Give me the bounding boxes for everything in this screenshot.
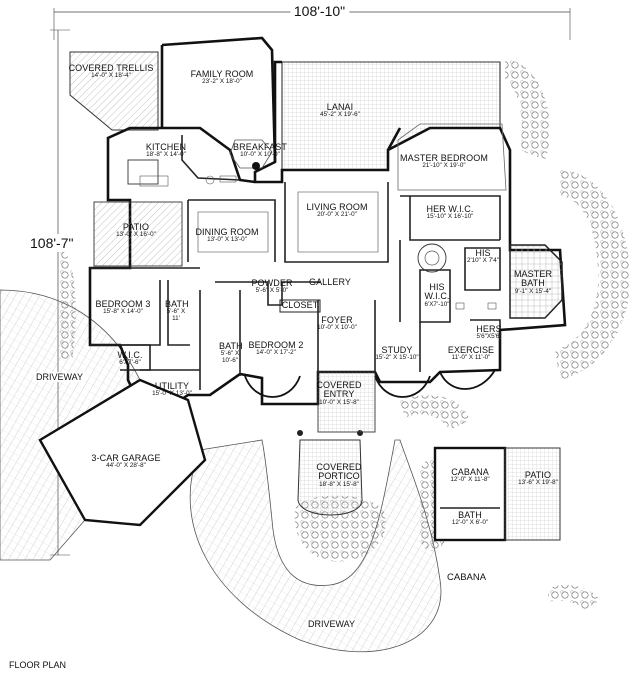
breakfast-bay	[229, 139, 273, 169]
cabana-caption: CABANA	[447, 572, 487, 583]
bottom-driveway	[189, 439, 442, 653]
overall-width-label: 108'-10"	[289, 3, 350, 19]
driveway-left-label: DRIVEWAY	[34, 372, 86, 382]
master-bath-octagon	[509, 244, 563, 319]
covered-trellis	[69, 51, 159, 131]
closet-outline	[279, 299, 321, 313]
garage	[38, 378, 207, 527]
interior-walls	[90, 135, 501, 390]
kitchen-island	[127, 159, 159, 185]
driveway-bottom-label: DRIVEWAY	[306, 619, 358, 629]
cabana-building	[433, 446, 561, 542]
room-wic: W.I.C.6'X7'-6"	[117, 350, 143, 367]
room-closet: CLOSET	[281, 300, 319, 310]
patio-left	[93, 201, 183, 267]
bay-windows	[244, 369, 496, 398]
floor-plan-caption: FLOOR PLAN	[9, 660, 67, 670]
room-his-wic: HIS W.I.C.6'X7'-10"	[424, 282, 450, 308]
overall-depth-label: 108'-7"	[28, 234, 76, 252]
room-her-wic: HER W.I.C.15'-10" X 16'-10"	[426, 204, 474, 221]
room-gallery: GALLERY	[308, 277, 352, 287]
stair-circle	[417, 243, 447, 273]
master-bed-outline	[397, 123, 507, 191]
covered-entry	[317, 371, 376, 433]
